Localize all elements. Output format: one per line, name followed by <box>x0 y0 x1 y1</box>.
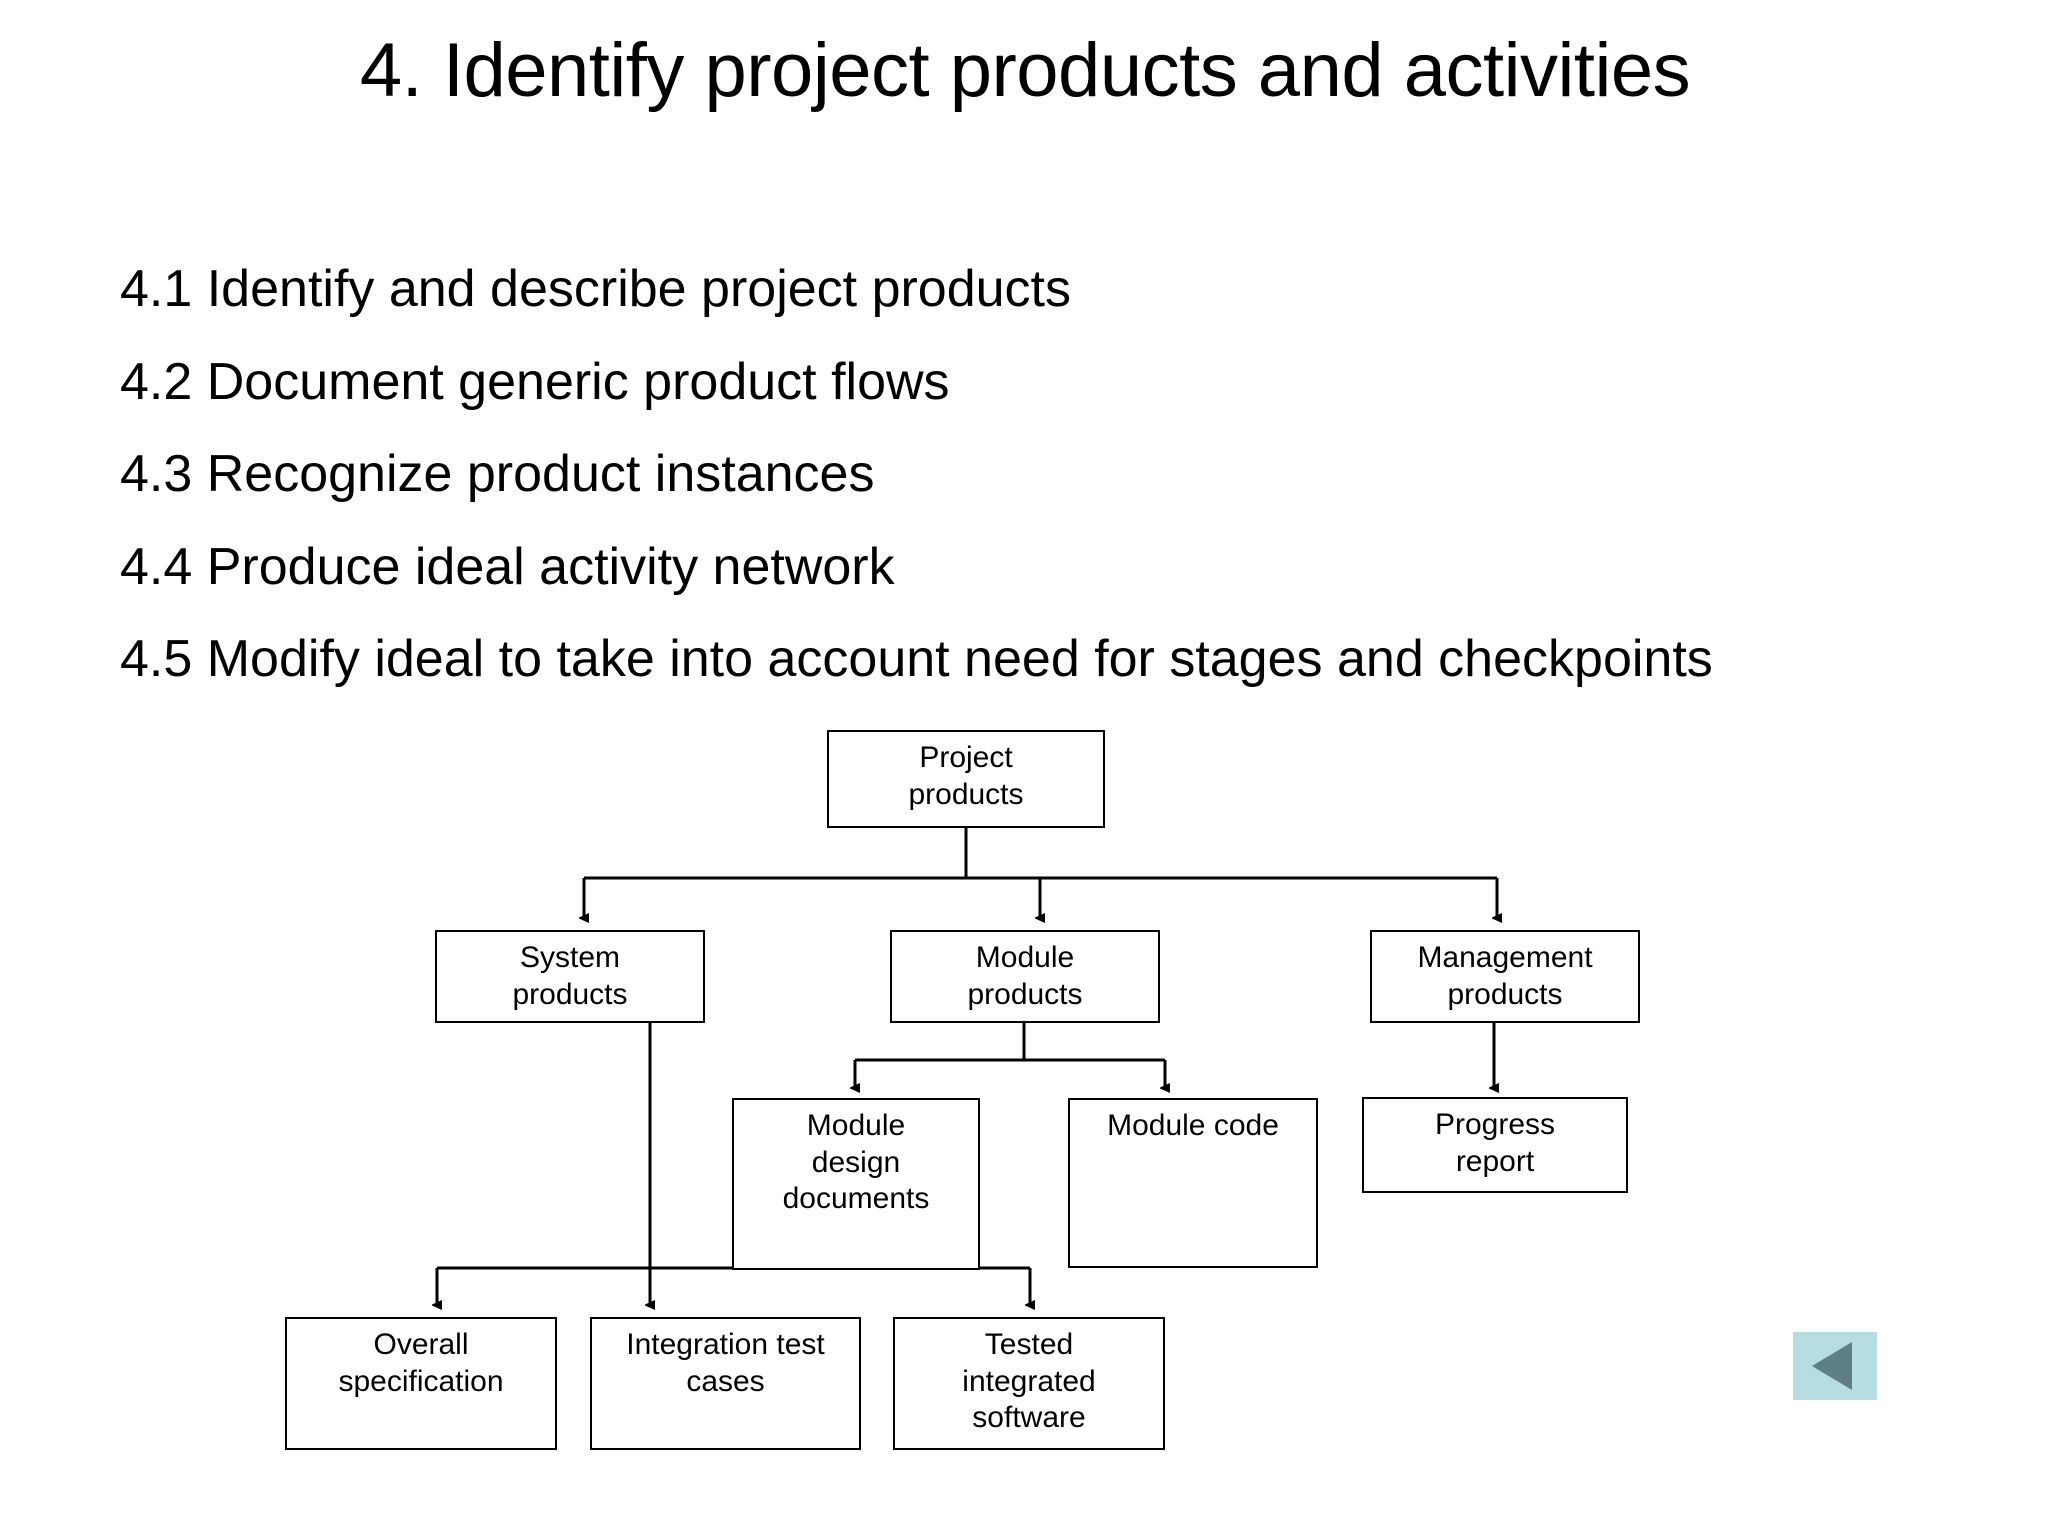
node-tested-integrated-software[interactable]: Tested integrated software <box>893 1317 1165 1450</box>
node-management-products-label: Management products <box>1417 941 1593 1011</box>
node-overall-specification[interactable]: Overall specification <box>285 1317 557 1450</box>
node-progress-report[interactable]: Progress report <box>1362 1097 1628 1193</box>
triangle-left-icon <box>1812 1342 1852 1390</box>
bullet-item-4-1: 4.1 Identify and describe project produc… <box>120 260 1072 318</box>
bullet-item-4-5: 4.5 Modify ideal to take into account ne… <box>0 626 1880 694</box>
node-module-products[interactable]: Module products <box>890 930 1160 1023</box>
node-overall-specification-label: Overall specification <box>338 1328 504 1398</box>
nav-back-button[interactable] <box>1793 1332 1877 1400</box>
node-project-products-label: Project products <box>908 741 1024 811</box>
bullet-item-4-5-text: 4.5 Modify ideal to take into account ne… <box>120 630 1713 689</box>
node-module-design-documents[interactable]: Module design documents <box>732 1098 980 1270</box>
node-tested-integrated-software-label: Tested integrated software <box>962 1328 1096 1435</box>
node-progress-report-label: Progress report <box>1434 1108 1556 1178</box>
node-module-code[interactable]: Module code <box>1068 1098 1318 1268</box>
bullet-item-4-3: 4.3 Recognize product instances <box>120 445 875 504</box>
node-project-products[interactable]: Project products <box>827 730 1105 828</box>
node-integration-test-cases[interactable]: Integration test cases <box>590 1317 861 1450</box>
node-module-products-label: Module products <box>967 941 1083 1011</box>
bullet-list: 4.1 Identify and describe project produc… <box>120 256 1920 719</box>
page-title: 4. Identify project products and activit… <box>359 28 1691 113</box>
node-module-design-documents-label: Module design documents <box>782 1109 930 1216</box>
node-module-code-label: Module code <box>1107 1109 1279 1142</box>
bullet-item-4-2: 4.2 Document generic product flows <box>120 352 950 411</box>
node-system-products[interactable]: System products <box>435 930 705 1023</box>
node-integration-test-cases-label: Integration test cases <box>626 1328 825 1398</box>
node-management-products[interactable]: Management products <box>1370 930 1640 1023</box>
bullet-item-4-4: 4.4 Produce ideal activity network <box>120 537 895 596</box>
node-system-products-label: System products <box>512 941 628 1011</box>
